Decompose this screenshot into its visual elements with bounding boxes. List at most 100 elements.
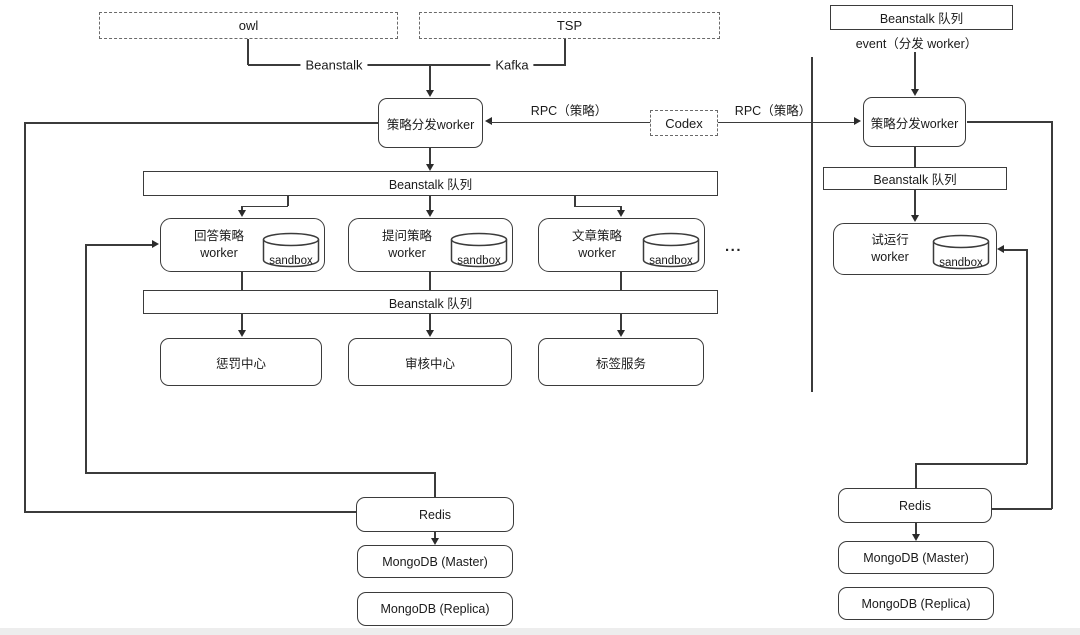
sandbox-label: sandbox: [269, 255, 313, 267]
redis-right-node: Redis: [838, 488, 992, 523]
mongo-master-right-label: MongoDB (Master): [863, 550, 969, 565]
sandbox-cylinder-icon: sandbox: [932, 234, 990, 270]
trial-worker-subtitle: worker: [871, 250, 909, 264]
edge-queue1-worker2: [429, 196, 431, 210]
arrowhead-into-service3: [616, 330, 625, 337]
mongo-master-left-label: MongoDB (Master): [382, 554, 488, 569]
edge-queue2-service1: [241, 314, 243, 330]
edge-label-beanstalk: Beanstalk: [300, 57, 368, 73]
edge-rpc-right: [718, 121, 854, 123]
arrowhead-into-worker3: [616, 210, 625, 217]
worker-answer-subtitle: worker: [200, 246, 238, 260]
dispatcher-left-node: 策略分发worker: [378, 98, 483, 148]
arrowhead-into-worker1: [237, 210, 246, 217]
trial-worker-title: 试运行: [871, 233, 909, 248]
queue-top-right: Beanstalk 队列: [830, 5, 1013, 30]
codex-label: Codex: [665, 115, 703, 131]
worker-question-title: 提问策略: [381, 229, 432, 244]
edge-redis-mongo-left: [434, 532, 436, 538]
arrowhead-into-service1: [237, 330, 246, 337]
mongo-replica-left-node: MongoDB (Replica): [357, 592, 513, 626]
worker-question-label: 提问策略 worker: [357, 228, 457, 262]
edge-queue1-worker1-c: [241, 206, 243, 211]
more-workers-ellipsis: ...: [725, 238, 743, 255]
sandbox-label: sandbox: [939, 257, 983, 269]
sandbox-cylinder-icon: sandbox: [262, 232, 320, 268]
queue-bar-top-label: Beanstalk 队列: [388, 178, 473, 192]
redis-left-label: Redis: [419, 507, 451, 522]
loop-inner-right-top: [1004, 249, 1027, 251]
mongo-master-right-node: MongoDB (Master): [838, 541, 994, 574]
mongo-replica-right-node: MongoDB (Replica): [838, 587, 994, 620]
edge-event-to-dispatcher-right: [914, 52, 916, 89]
sandbox-cylinder-icon: sandbox: [642, 232, 700, 268]
loop-outer-right-vertical: [1051, 121, 1053, 509]
worker-answer-label: 回答策略 worker: [169, 228, 269, 262]
edge-dispatcher-right-to-queue: [914, 147, 916, 167]
loop-outer-right-top: [967, 121, 1052, 123]
edge-queue1-worker1-a: [287, 196, 289, 206]
edge-queue1-worker3-a: [574, 196, 576, 206]
arrowhead-loop-into-worker1: [152, 240, 159, 248]
worker-article-label: 文章策略 worker: [547, 228, 647, 262]
edge-queue2-service3: [620, 314, 622, 330]
loop-outer-left-top: [24, 122, 378, 124]
edge-queue1-worker1-b: [241, 205, 288, 207]
source-owl-label: owl: [238, 18, 259, 33]
trial-worker-label: 试运行 worker: [848, 232, 932, 266]
sandbox-cylinder-icon: sandbox: [450, 232, 508, 268]
arrowhead-into-mongo-right: [911, 534, 920, 541]
arrowhead-loop-into-trial-worker: [997, 245, 1004, 253]
queue-bar-bottom: Beanstalk 队列: [143, 290, 718, 314]
queue-bar-top: Beanstalk 队列: [143, 171, 718, 196]
loop-inner-left-to-redis: [434, 472, 436, 497]
edge-worker1-queue2: [241, 272, 243, 290]
worker-node-question: 提问策略 worker sandbox: [348, 218, 513, 272]
dispatcher-right-node: 策略分发worker: [863, 97, 966, 147]
edge-dispatcher-to-queue1: [429, 148, 431, 164]
edge-top-junction: [248, 64, 566, 66]
edge-tsp-drop: [564, 39, 566, 65]
mongo-master-left-node: MongoDB (Master): [357, 545, 513, 578]
bottom-edge-strip: [0, 628, 1080, 635]
sandbox-label: sandbox: [649, 255, 693, 267]
service-review-label: 审核中心: [404, 356, 455, 371]
codex-box: Codex: [650, 110, 718, 136]
mongo-replica-left-label: MongoDB (Replica): [380, 602, 490, 616]
arrowhead-into-dispatcher-left: [425, 90, 434, 97]
edge-queue1-worker3-c: [620, 206, 622, 211]
section-divider-line: [811, 57, 813, 392]
edge-queue2-service2: [429, 314, 431, 330]
service-node-tag: 标签服务: [538, 338, 704, 386]
worker-question-subtitle: worker: [388, 246, 426, 260]
source-owl-box: owl: [99, 12, 398, 39]
arrowhead-rpc-right: [854, 117, 861, 125]
edge-queue-to-trial-worker: [914, 190, 916, 215]
dispatcher-right-label: 策略分发worker: [870, 116, 959, 131]
arrowhead-into-dispatcher-right: [910, 89, 919, 96]
arrowhead-into-mongo-left: [430, 538, 439, 545]
edge-queue1-worker3-b: [574, 205, 621, 207]
redis-right-label: Redis: [899, 498, 931, 513]
rpc-left-label: RPC（策略）: [530, 104, 608, 118]
dispatcher-left-label: 策略分发worker: [386, 117, 475, 132]
worker-node-article: 文章策略 worker sandbox: [538, 218, 705, 272]
service-tag-label: 标签服务: [595, 356, 646, 371]
redis-left-node: Redis: [356, 497, 514, 532]
worker-article-title: 文章策略: [571, 229, 622, 244]
worker-node-answer: 回答策略 worker sandbox: [160, 218, 325, 272]
source-tsp-label: TSP: [556, 18, 583, 33]
edge-label-kafka: Kafka: [490, 57, 534, 73]
trial-worker-node: 试运行 worker sandbox: [833, 223, 997, 275]
arrowhead-into-service2: [425, 330, 434, 337]
rpc-right-label: RPC（策略）: [734, 104, 812, 118]
loop-inner-right-to-redis: [915, 463, 917, 488]
arrowhead-rpc-left: [485, 117, 492, 125]
queue-bar-bottom-label: Beanstalk 队列: [388, 296, 473, 311]
service-node-punish: 惩罚中心: [160, 338, 322, 386]
source-tsp-box: TSP: [419, 12, 720, 39]
sandbox-label: sandbox: [457, 255, 501, 267]
edge-worker3-queue2: [620, 272, 622, 290]
loop-inner-right-bottom: [916, 463, 1027, 465]
